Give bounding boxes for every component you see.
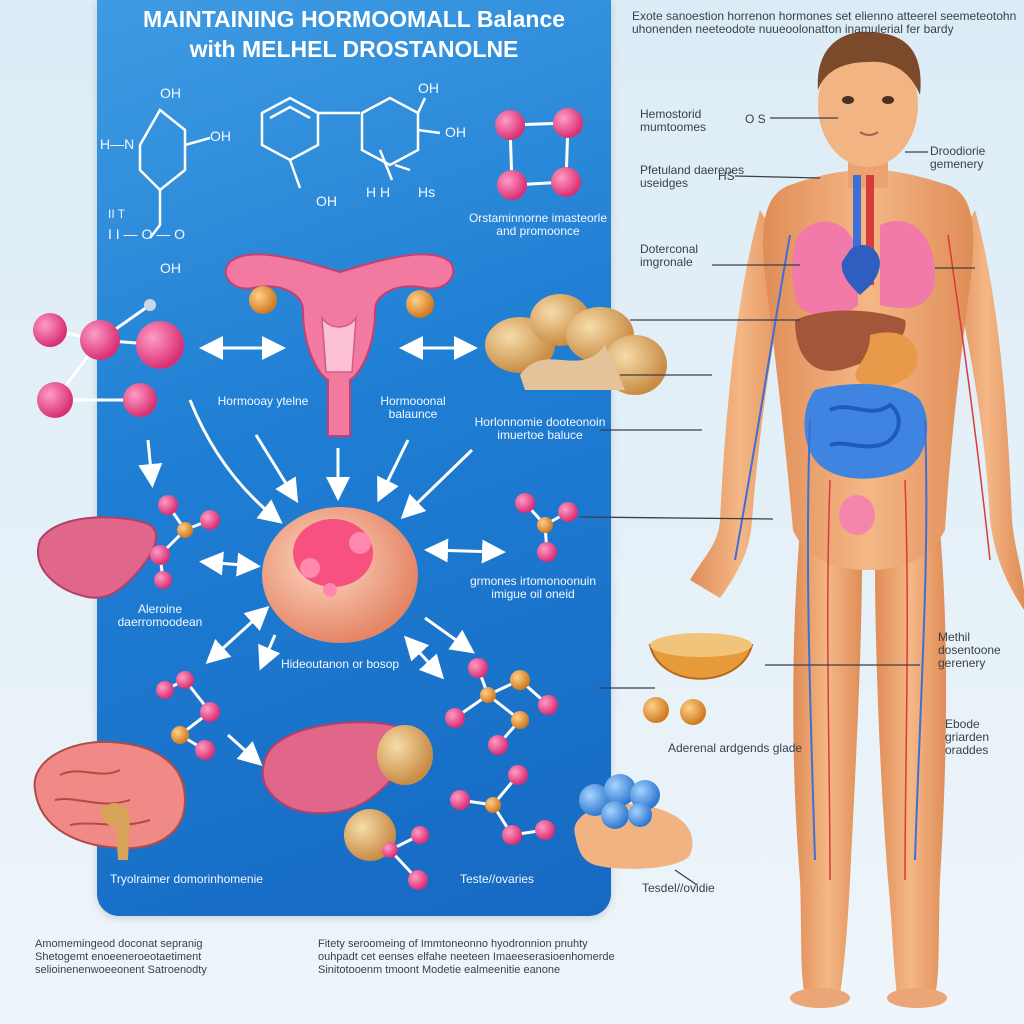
label-grmones: grmones irtomonoonuin imigue oil oneid (469, 574, 597, 601)
caption-left-line-3: selioinenenwoeeonent Satroenodty (35, 964, 207, 976)
pointer-lines (579, 117, 975, 886)
mol-oh-mid: OH (210, 128, 231, 144)
label-top-text: Exote sanoestion horrenon hormones set e… (632, 9, 1017, 36)
label-hideouthon: Hideoutanon or bosop (280, 657, 400, 671)
mol-hh: H H (366, 184, 391, 200)
mol-oh-ring-bottom: OH (316, 193, 337, 209)
title-line-1: MAINTAINING HORMOOMALL Balance (142, 6, 566, 32)
testes-ovaries-illustration (574, 774, 693, 869)
label-adrenal: Aderenal ardgends glade (668, 741, 803, 755)
label-hemostorid: Hemostorid mumtoomes (640, 107, 707, 134)
label-os: O S (745, 112, 766, 126)
label-hormonay: Hormooay ytelne (217, 394, 309, 408)
adrenal-glands-illustration (485, 294, 667, 395)
label-tryolraimer: Tryolraimer domorinhomenie (110, 872, 263, 886)
atoms-group (33, 108, 583, 890)
label-testel: Teste//ovaries (460, 872, 535, 886)
caption-left-line-2: Shetogemt enoeeneroeotaetiment (35, 951, 202, 963)
liver-left-illustration (37, 516, 157, 599)
page-title: MAINTAINING HORMOOMALL Balance with MELH… (97, 4, 611, 64)
label-ebode: Ebode griarden oraddes (945, 717, 990, 757)
label-hs-side: HS (718, 169, 735, 183)
mol-side-text: II T (108, 207, 126, 221)
molecule-structure (138, 96, 441, 239)
label-testel-ovide: Tesdel//ovidie (642, 881, 715, 895)
label-pfetuland: Pfetuland daerenes useidges (640, 163, 745, 190)
caption-right-line-3: Sinitotooenm tmoont Modetie ealmeenitie … (318, 964, 561, 976)
mol-hs: Hs (418, 184, 436, 200)
flow-arrows (138, 336, 506, 767)
caption-right-line-1: Fitety seroomeing of Immtoneonno hyodron… (318, 938, 588, 950)
label-orimone: Orstaminnorne imasteorle and promoonce (468, 211, 608, 238)
label-doterconal: Doterconal imgronale (640, 242, 699, 269)
label-horinnomie: Horlonnomie dooteonoin imuertoe baluce (474, 415, 606, 442)
brain-illustration (33, 740, 187, 860)
title-line-2: with MELHEL DROSTANOLNE (189, 36, 519, 62)
caption-left-line-1: Amomemingeod doconat sepranig (35, 938, 203, 950)
label-droodiorie: Droodiorie gemenery (930, 144, 986, 171)
mol-oh-right: OH (418, 80, 439, 96)
uterus-illustration (224, 253, 455, 437)
mol-oh-ring: OH (445, 124, 466, 140)
label-aleroine: Aleroine daerromoodean (117, 602, 203, 629)
adrenal-bowl-illustration (643, 633, 754, 725)
mol-oh-bottom: OH (160, 260, 181, 276)
caption-left: Amomemingeod doconat sepranig Shetogemt … (35, 938, 305, 977)
caption-right: Fitety seroomeing of Immtoneonno hyodron… (318, 938, 728, 977)
label-methil: Methil dosentoone gerenery (938, 630, 1001, 670)
central-cell (262, 507, 418, 643)
mol-side-text-2: I I — O — O (108, 226, 186, 242)
human-body-figure (690, 31, 1024, 1008)
mol-oh-top: OH (160, 85, 181, 101)
mol-hn: H—N (100, 136, 135, 152)
caption-right-line-2: ouhpadt cet eenses elfahe neeteen Imaees… (318, 951, 615, 963)
label-hormonal-balance: Hormooonal balaunce (380, 394, 446, 421)
